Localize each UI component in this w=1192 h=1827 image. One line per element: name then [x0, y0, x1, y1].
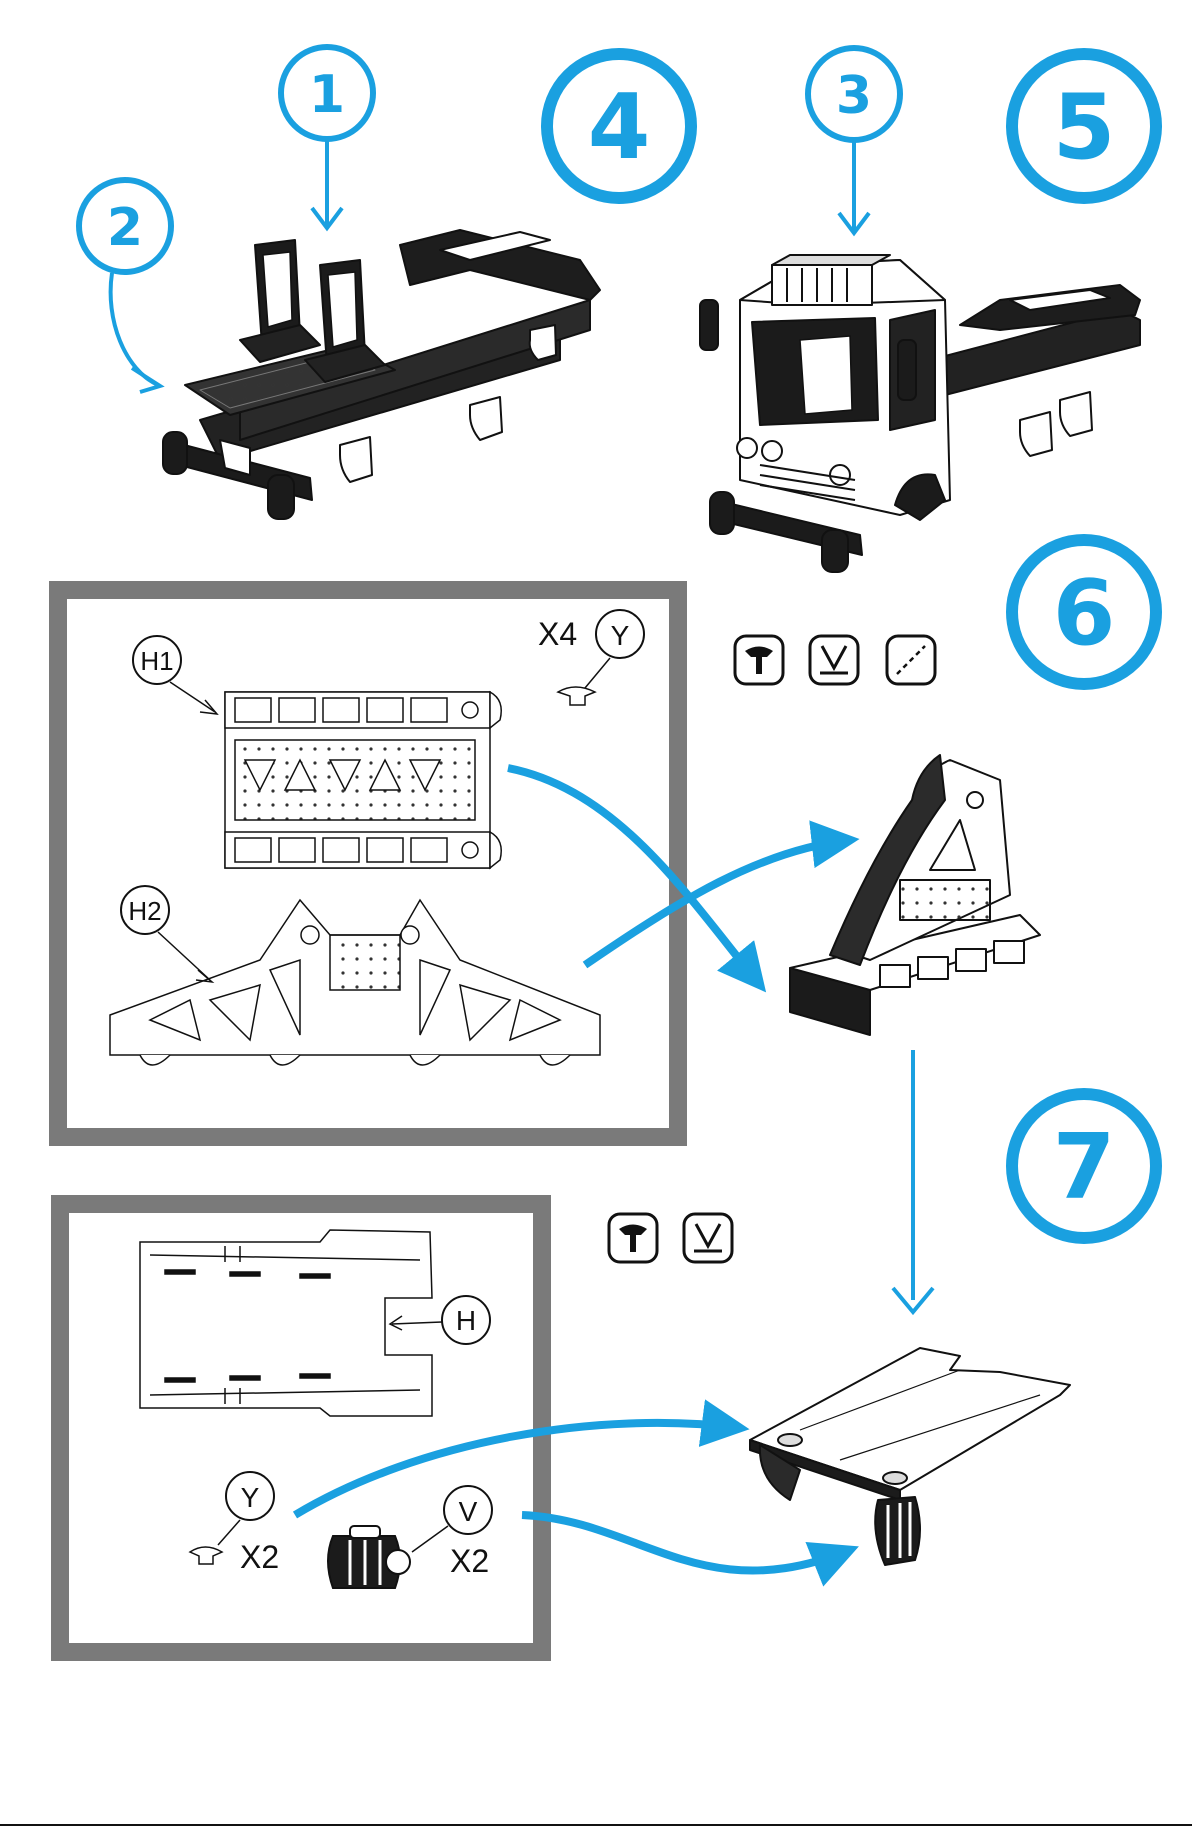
step-2-marker: 2: [79, 180, 171, 272]
step-3-number: 3: [836, 66, 872, 126]
peg-icon: [609, 1214, 657, 1262]
peg-icon: [735, 636, 783, 684]
chassis-with-seats-illustration: [163, 230, 600, 519]
arrow-v-to-plate: [522, 1515, 850, 1571]
step-3-marker: 3: [808, 48, 900, 140]
step-2-number: 2: [107, 198, 143, 258]
seat-left: [240, 240, 320, 362]
step-7-number: 7: [1053, 1115, 1116, 1220]
bend-icon: [810, 636, 858, 684]
fastener-y-qty-b: X2: [240, 1539, 279, 1575]
step-5-marker: 5: [1012, 54, 1156, 198]
step-1-marker: 1: [281, 47, 373, 139]
callout-y-label: Y: [611, 620, 630, 651]
step-6-marker: 6: [1012, 540, 1156, 684]
step-7-marker: 7: [1012, 1094, 1156, 1238]
assembled-floor-plate-illustration: [750, 1348, 1070, 1565]
bend-icon: [684, 1214, 732, 1262]
callout-h-label: H: [456, 1305, 476, 1336]
part-h1-drawing: [225, 692, 501, 868]
fastener-y-qty: X4: [538, 616, 577, 652]
wheel-v-qty: X2: [450, 1543, 489, 1579]
snap-icon: [887, 636, 935, 684]
truck-cab-illustration: [700, 255, 1140, 572]
assembled-seat-bracket-illustration: [790, 755, 1040, 1035]
callout-v-label: V: [459, 1496, 478, 1527]
step-1-number: 1: [309, 65, 345, 125]
callout-h1-label: H1: [140, 646, 173, 676]
step-6-number: 6: [1053, 561, 1116, 666]
step-4-number: 4: [588, 75, 651, 180]
step7-icon-row: [609, 1214, 732, 1262]
step-5-number: 5: [1053, 75, 1116, 180]
wheel-on-plate: [875, 1497, 920, 1565]
step-4-marker: 4: [547, 54, 691, 198]
callout-h2-label: H2: [128, 896, 161, 926]
parts-panel-h1-h2: H1 X4 Y: [58, 590, 678, 1137]
parts-panel-h-y-v: H Y X2 V X2: [60, 1204, 542, 1652]
callout-y-label-b: Y: [241, 1482, 260, 1513]
step6-icon-row: [735, 636, 935, 684]
seat-right: [305, 260, 385, 382]
